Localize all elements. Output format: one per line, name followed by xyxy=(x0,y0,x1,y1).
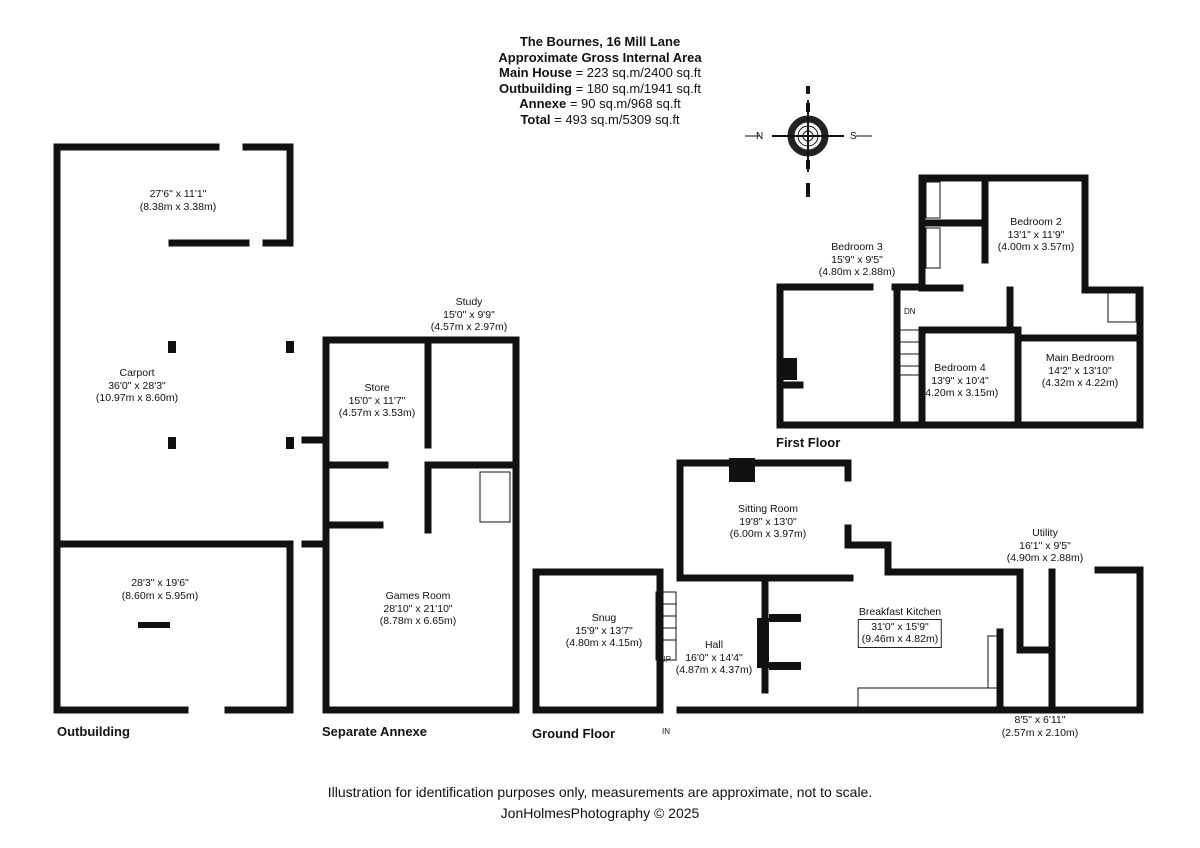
plan-header: The Bournes, 16 Mill Lane Approximate Gr… xyxy=(400,34,800,127)
credit: JonHolmesPhotography © 2025 xyxy=(500,805,700,821)
stairs-up-label: UP xyxy=(660,655,672,664)
walls xyxy=(53,143,1144,714)
section-first-floor: First Floor xyxy=(776,435,841,450)
compass-icon xyxy=(745,86,872,197)
room-outbuilding-bottom: 28'3" x 19'6"(8.60m x 5.95m) xyxy=(121,577,199,602)
area-line-outbuilding: Outbuilding = 180 sq.m/1941 sq.ft xyxy=(499,80,701,96)
property-title: The Bournes, 16 Mill Lane xyxy=(519,34,681,49)
kitchen-fixtures xyxy=(479,181,1137,709)
compass-south-label: S xyxy=(850,131,857,142)
section-annexe: Separate Annexe xyxy=(322,724,428,739)
room-cloak: 8'5" x 6'11"(2.57m x 2.10m) xyxy=(1001,714,1079,739)
carport-columns xyxy=(138,341,294,628)
stairs-down-label: DN xyxy=(904,307,916,316)
area-line-main-house: Main House = 223 sq.m/2400 sq.ft xyxy=(499,65,701,80)
area-line-annexe: Annexe = 90 sq.m/968 sq.ft xyxy=(519,96,681,111)
compass-north-label: N xyxy=(756,131,764,142)
disclaimer: Illustration for identification purposes… xyxy=(327,784,873,800)
area-subtitle: Approximate Gross Internal Area xyxy=(498,49,702,65)
stairs xyxy=(655,329,921,661)
area-line-total: Total = 493 sq.m/5309 sq.ft xyxy=(520,111,680,127)
room-outbuilding-top: 27'6" x 11'1"(8.38m x 3.38m) xyxy=(139,188,217,213)
section-ground-floor: Ground Floor xyxy=(532,726,616,741)
room-kitchen: Breakfast Kitchen 31'0" x 15'9"(9.46m x … xyxy=(857,606,943,648)
section-outbuilding: Outbuilding xyxy=(57,724,130,739)
entrance-label: IN xyxy=(662,727,670,736)
chimney-breasts xyxy=(729,358,801,670)
